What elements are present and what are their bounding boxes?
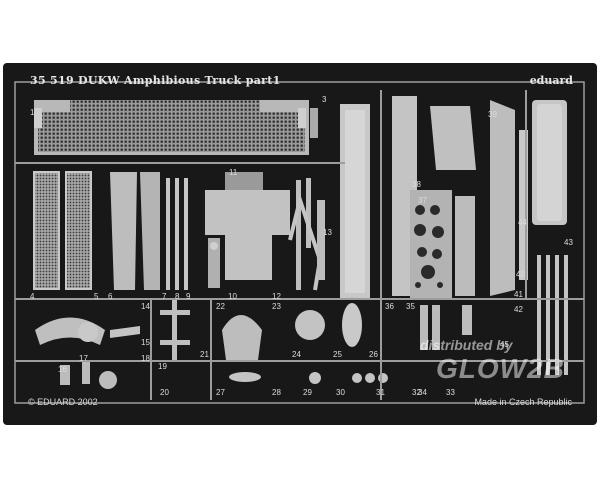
sprue — [15, 360, 584, 362]
tapered-plate — [140, 172, 160, 290]
part-number-label: 32 — [412, 388, 421, 397]
part-number-label: 17 — [79, 354, 88, 363]
part-number-label: 42 — [514, 305, 523, 314]
slanted-strip — [490, 100, 515, 296]
made-in-text: Made in Czech Republic — [474, 397, 572, 407]
part-number-label: 23 — [272, 302, 281, 311]
part-number-label: 16 — [58, 365, 67, 374]
tapered-plate — [110, 172, 137, 290]
part-number-label: 8 — [175, 292, 180, 301]
part-number-label: 27 — [216, 388, 225, 397]
small-part — [310, 108, 318, 138]
part-number-label: 19 — [158, 362, 167, 371]
small-part — [455, 196, 475, 296]
part-number-label: 24 — [292, 350, 301, 359]
part-number-label: 1 — [30, 108, 35, 117]
rod — [555, 255, 559, 375]
part-number-label: 22 — [216, 302, 225, 311]
rod — [166, 178, 170, 290]
part-number-label: 12 — [272, 292, 281, 301]
part-number-label: 18 — [141, 354, 150, 363]
part-number-label: 21 — [200, 350, 209, 359]
sprue — [15, 162, 345, 164]
part-number-label: 40 — [516, 270, 525, 279]
part-number-label: 11 — [229, 168, 238, 177]
grille-panel — [34, 100, 309, 155]
part-number-label: 7 — [162, 292, 167, 301]
rod — [537, 255, 541, 375]
small-part — [210, 242, 218, 250]
mesh-strip — [33, 171, 60, 290]
copyright-text: © EDUARD 2002 — [28, 397, 98, 407]
mesh-strip — [65, 171, 92, 290]
part-number-label: 25 — [333, 350, 342, 359]
part-number-label: 10 — [228, 292, 237, 301]
part-number-label: 39 — [488, 110, 497, 119]
sprue — [15, 298, 584, 300]
part-number-label: 30 — [336, 388, 345, 397]
watermark-line-2: GLOW2B — [436, 353, 565, 384]
part-number-label: 5 — [94, 292, 99, 301]
part-number-label: 26 — [369, 350, 378, 359]
fret-title: 35 519 DUKW Amphibious Truck part1 — [30, 74, 281, 87]
part-number-label: 44 — [518, 218, 527, 227]
part-number-label: 28 — [272, 388, 281, 397]
sprue — [380, 90, 382, 400]
part-number-label: 3 — [322, 95, 327, 104]
part-number-label: 14 — [141, 302, 150, 311]
part-number-label: 20 — [160, 388, 169, 397]
part-number-label: 33 — [446, 388, 455, 397]
center-plate — [205, 172, 290, 280]
watermark-line-1: distributed by — [420, 337, 513, 353]
part-number-label: 29 — [303, 388, 312, 397]
sprue — [210, 300, 212, 400]
rod — [564, 255, 568, 375]
side-panel-face — [537, 104, 562, 221]
seat-part — [430, 106, 476, 170]
part-number-label: 15 — [141, 338, 150, 347]
part-number-label: 41 — [514, 290, 523, 299]
part-number-label: 4 — [30, 292, 35, 301]
rod — [175, 178, 179, 290]
part-number-label: 6 — [108, 292, 113, 301]
long-bar-face — [345, 110, 365, 293]
part-number-label: 36 — [385, 302, 394, 311]
instrument-panel — [392, 96, 452, 298]
sprue — [525, 90, 527, 300]
sprue — [150, 300, 152, 400]
small-part — [208, 238, 220, 288]
part-number-label: 34 — [418, 388, 427, 397]
part-number-label: 31 — [376, 388, 385, 397]
rod — [184, 178, 188, 290]
lever-parts — [288, 178, 325, 291]
bottom-row-parts — [35, 300, 472, 389]
part-number-label: 13 — [323, 228, 332, 237]
part-number-label: 35 — [406, 302, 415, 311]
part-number-label: 43 — [564, 238, 573, 247]
fret-frame — [14, 81, 585, 404]
rod — [546, 255, 550, 375]
part-number-label: 45 — [500, 340, 509, 349]
part-number-label: 38 — [412, 180, 421, 189]
brand-logo: eduard — [529, 74, 573, 87]
part-number-label: 9 — [186, 292, 191, 301]
part-number-label: 37 — [418, 196, 427, 205]
